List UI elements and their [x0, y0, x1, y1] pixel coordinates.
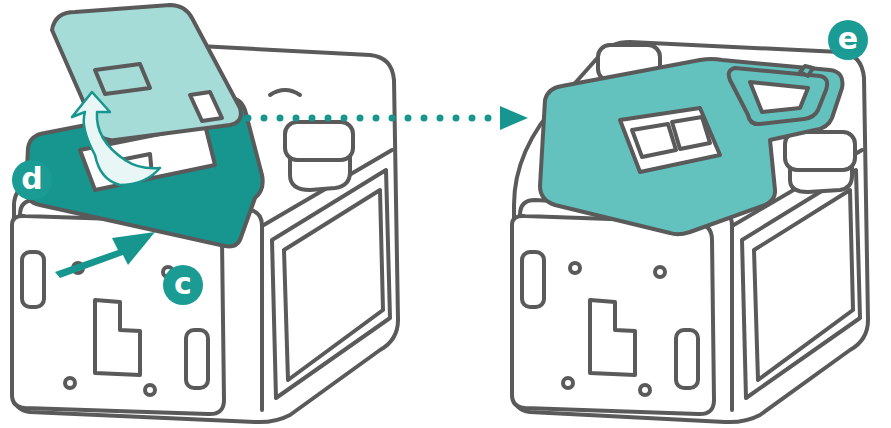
callout-letter: c [163, 264, 203, 304]
callout-letter: d [12, 159, 52, 199]
callout-letter: e [828, 19, 868, 59]
